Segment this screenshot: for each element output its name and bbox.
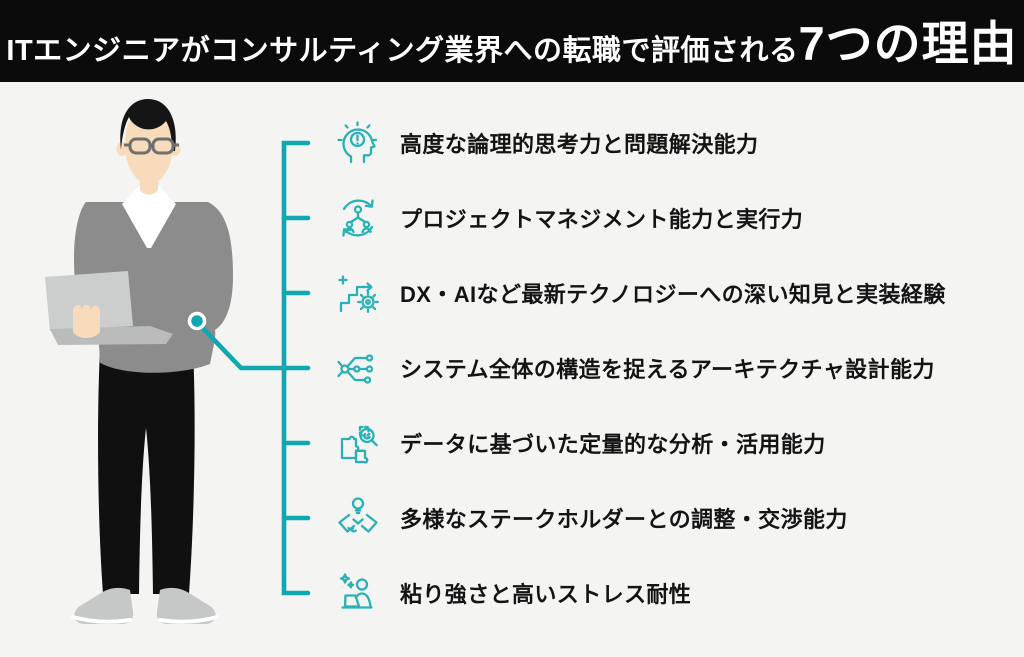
reason-item-1: 高度な論理的思考力と問題解決能力 xyxy=(334,115,758,171)
person-laptop-icon xyxy=(334,569,382,617)
right-shoe xyxy=(156,587,216,624)
reason-label: DX・AIなど最新テクノロジーへの深い知見と実装経験 xyxy=(400,282,946,307)
reason-label: 多様なステークホルダーとの調整・交渉能力 xyxy=(400,507,848,532)
reason-item-2: プロジェクトマネジメント能力と実行力 xyxy=(334,190,803,246)
network-architecture-icon xyxy=(334,344,382,392)
puzzle-magnifier-icon xyxy=(334,419,382,467)
pants xyxy=(98,350,195,594)
reason-item-6: 多様なステークホルダーとの調整・交渉能力 xyxy=(334,490,848,546)
hand xyxy=(73,304,100,338)
reason-label: システム全体の構造を捉えるアーキテクチャ設計能力 xyxy=(400,357,935,382)
handshake-icon xyxy=(334,494,382,542)
reason-label: プロジェクトマネジメント能力と実行力 xyxy=(400,207,804,232)
laptop-base xyxy=(50,326,173,345)
reason-label: データに基づいた定量的な分析・活用能力 xyxy=(400,432,826,457)
brain-idea-icon xyxy=(334,119,382,167)
glasses-icon xyxy=(124,137,179,155)
connector-bracket xyxy=(194,140,311,596)
hair xyxy=(120,99,176,151)
reason-label: 粘り強さと高いストレス耐性 xyxy=(400,582,692,607)
reason-item-5: データに基づいた定量的な分析・活用能力 xyxy=(334,415,826,471)
reason-item-4: システム全体の構造を捉えるアーキテクチャ設計能力 xyxy=(334,340,935,396)
title-regular-text: ITエンジニアがコンサルティング業界への転職で評価される xyxy=(6,34,799,67)
shirt-collar xyxy=(122,186,176,248)
reason-label: 高度な論理的思考力と問題解決能力 xyxy=(400,132,759,157)
reason-item-3: DX・AIなど最新テクノロジーへの深い知見と実装経験 xyxy=(334,265,946,321)
left-shoe xyxy=(74,587,134,624)
engineer-figure xyxy=(45,99,233,624)
reason-item-7: 粘り強さと高いストレス耐性 xyxy=(334,565,691,621)
connector-line xyxy=(194,319,311,371)
connector-dot xyxy=(187,311,207,331)
dx-steps-gear-icon xyxy=(334,269,382,317)
title-emphasis-text: 7つの理由 xyxy=(798,16,1018,70)
team-cycle-icon xyxy=(334,194,382,242)
laptop-screen xyxy=(45,271,133,331)
